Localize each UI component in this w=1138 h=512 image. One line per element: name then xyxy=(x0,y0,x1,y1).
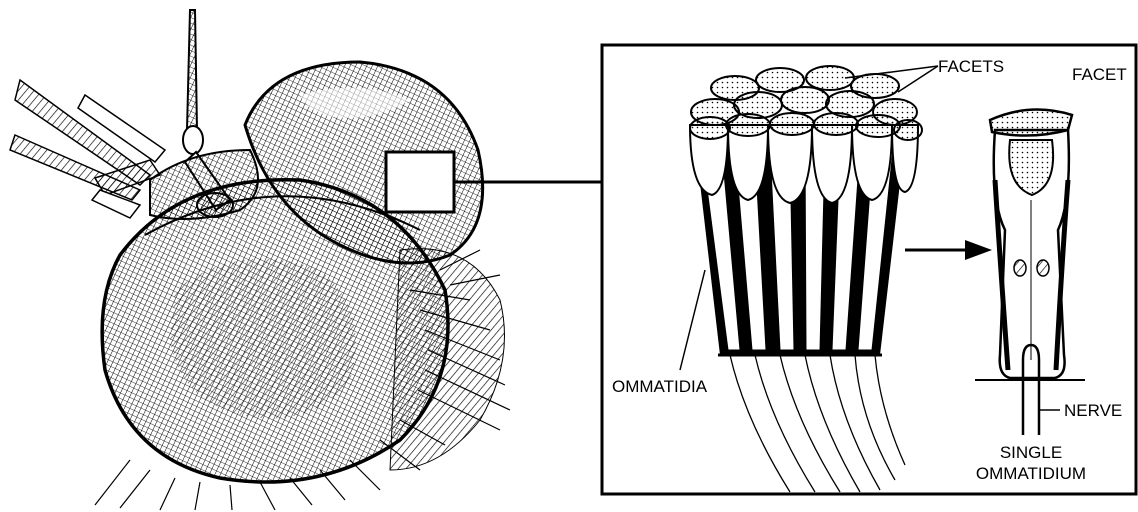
label-ommatidia: OMMATIDIA xyxy=(612,377,708,396)
label-nerve: NERVE xyxy=(1064,401,1122,420)
single-nucleus-right xyxy=(1037,260,1049,276)
label-single-line2: OMMATIDIUM xyxy=(976,464,1086,483)
fly-head-illustration xyxy=(10,10,510,510)
label-facet: FACET xyxy=(1072,65,1127,84)
facet-caps xyxy=(690,66,922,140)
single-nucleus-left xyxy=(1014,260,1026,276)
magnify-square xyxy=(386,152,454,212)
fly-mouthparts xyxy=(10,80,165,218)
label-facets: FACETS xyxy=(938,57,1004,76)
label-single-line1: SINGLE xyxy=(1000,443,1062,462)
